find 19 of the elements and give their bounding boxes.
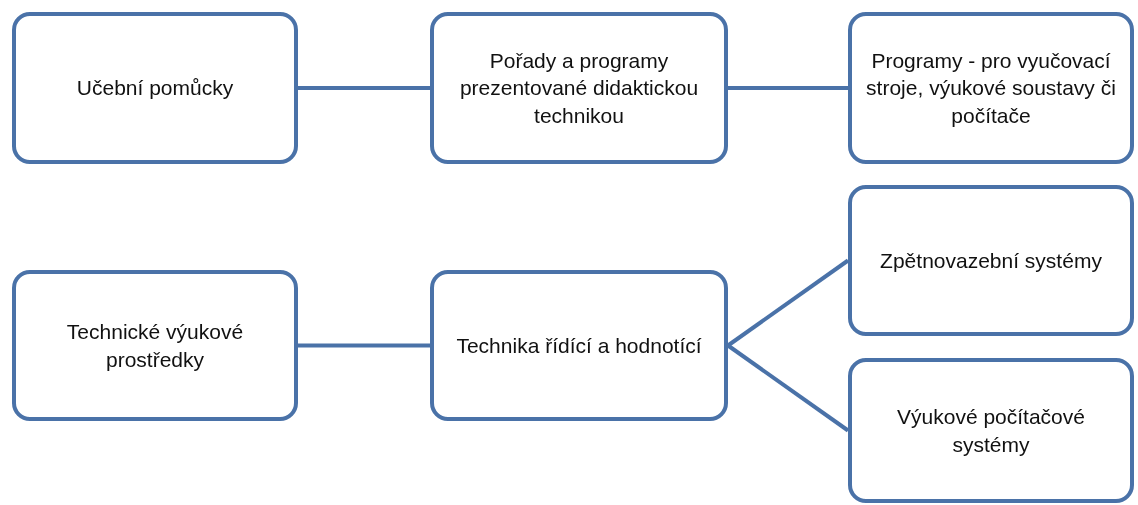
box-label: Pořady a programy prezentované didaktickou technikou <box>458 48 700 129</box>
process-box <box>848 185 1134 336</box>
process-box <box>12 270 298 421</box>
process-box <box>430 12 728 164</box>
box-label: Technika řídící a hodnotící <box>456 332 702 359</box>
connector-line <box>298 86 430 90</box>
process-box <box>12 12 298 164</box>
connector-line <box>726 343 850 433</box>
process-box <box>848 12 1134 164</box>
box-label: Učební pomůcky <box>76 75 234 102</box>
box-label: Výukové počítačové systémy <box>896 404 1086 458</box>
connector-line <box>726 258 850 348</box>
process-box <box>848 358 1134 503</box>
connector-line <box>728 86 848 90</box>
box-label: Zpětnovazební systémy <box>880 247 1102 274</box>
connector-line <box>298 343 430 348</box>
box-label: Technické výukové prostředky <box>65 319 245 373</box>
process-box <box>430 270 728 421</box>
box-label: Programy - pro vyučovací stroje, výukové soustavy či počítače <box>865 48 1117 129</box>
